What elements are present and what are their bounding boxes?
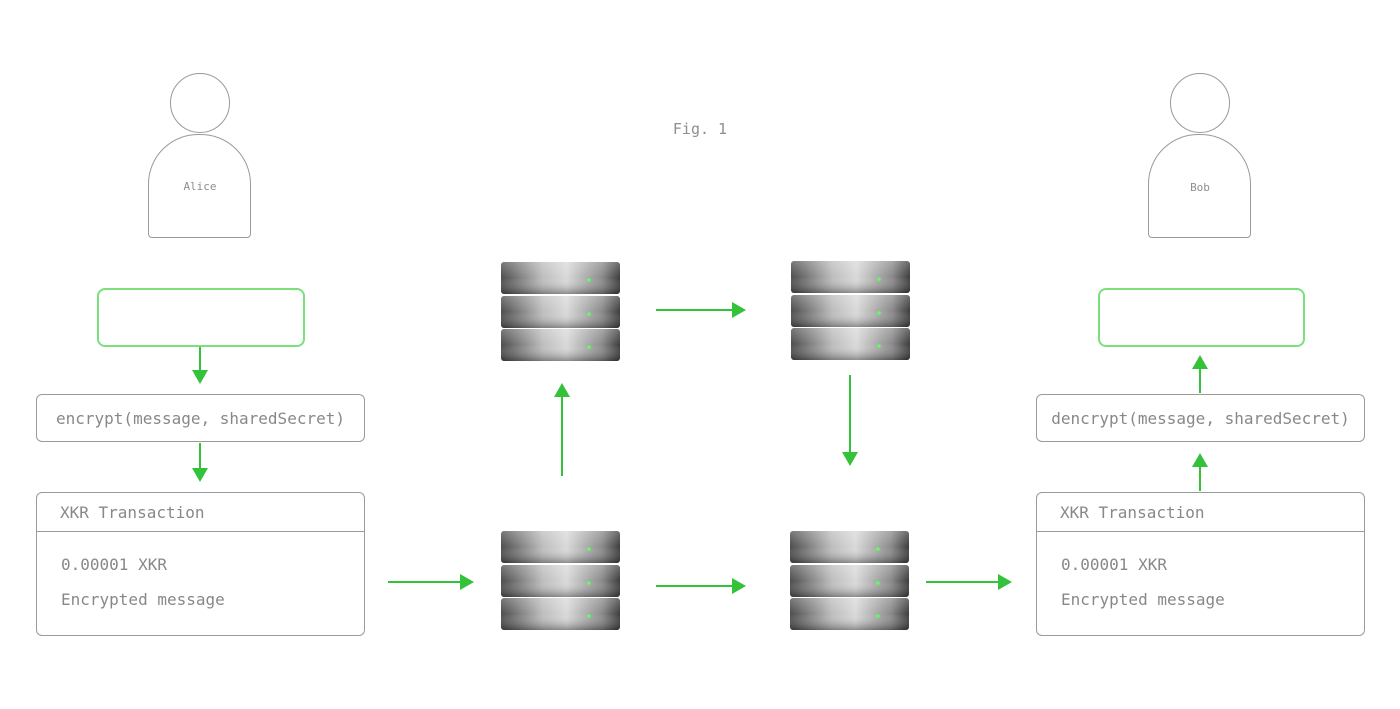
figure-caption: Fig. 1 [672, 120, 728, 138]
dencrypt-function-box: dencrypt(message, sharedSecret) [1036, 394, 1365, 442]
transaction-payload: Encrypted message [1061, 590, 1225, 609]
server-stack-icon [789, 530, 911, 632]
server-stack-icon [790, 260, 912, 362]
person-body-icon [148, 134, 251, 238]
person-body-icon [1148, 134, 1251, 238]
person-head-icon [1170, 73, 1230, 133]
recipient-transaction-box: XKR Transaction 0.00001 XKR Encrypted me… [1036, 492, 1365, 636]
encrypt-function-box: encrypt(message, sharedSecret) [36, 394, 365, 442]
sender-avatar: Alice [148, 73, 252, 239]
recipient-avatar: Bob [1148, 73, 1252, 239]
server-stack-icon [500, 261, 622, 363]
recipient-name: Bob [1190, 181, 1210, 194]
sender-message-box [97, 288, 305, 347]
sender-transaction-box: XKR Transaction 0.00001 XKR Encrypted me… [36, 492, 365, 636]
server-stack-icon [500, 530, 622, 632]
transaction-amount: 0.00001 XKR [1061, 555, 1167, 574]
transaction-title: XKR Transaction [1037, 493, 1364, 532]
recipient-message-box [1098, 288, 1305, 347]
transaction-title: XKR Transaction [37, 493, 364, 532]
transaction-amount: 0.00001 XKR [61, 555, 167, 574]
transaction-payload: Encrypted message [61, 590, 225, 609]
person-head-icon [170, 73, 230, 133]
sender-name: Alice [183, 180, 217, 193]
